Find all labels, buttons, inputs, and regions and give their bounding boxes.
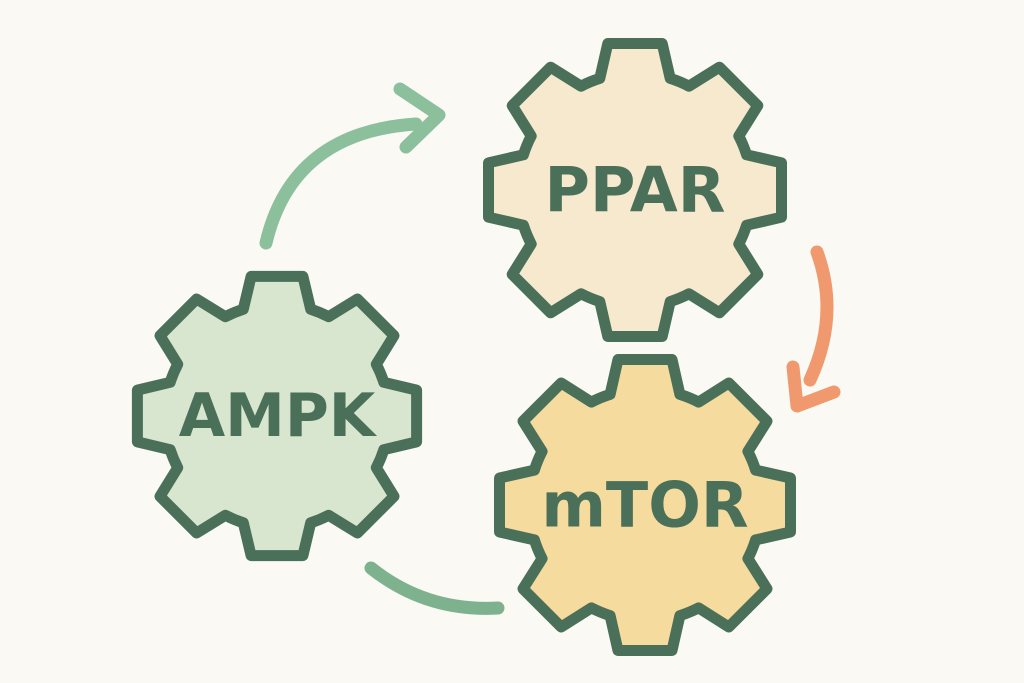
- gear-shape-mtor: [494, 354, 796, 656]
- gear-label-ppar: PPAR: [545, 154, 726, 227]
- gear-ampk: AMPK: [131, 270, 423, 562]
- gear-mtor: mTOR: [494, 354, 796, 656]
- arrow-ppar-to-mtor-shaft: [803, 245, 834, 387]
- arrow-ppar-to-mtor: [786, 245, 841, 413]
- gear-shape-ampk: [131, 270, 423, 562]
- arrow-mtor-to-ampk: [364, 561, 505, 615]
- arrow-ampk-to-ppar: [259, 82, 446, 250]
- arrow-ampk-to-ppar-shaft: [259, 117, 423, 250]
- arrow-ppar-to-mtor-head-icon: [786, 360, 841, 413]
- arrow-mtor-to-ampk-shaft: [364, 561, 505, 615]
- gear-shape-ppar: [483, 38, 787, 342]
- gear-label-ampk: AMPK: [179, 381, 378, 451]
- arrow-ampk-to-ppar-head-icon: [393, 82, 446, 154]
- gear-label-mtor: mTOR: [541, 469, 748, 542]
- gear-ppar: PPAR: [483, 38, 787, 342]
